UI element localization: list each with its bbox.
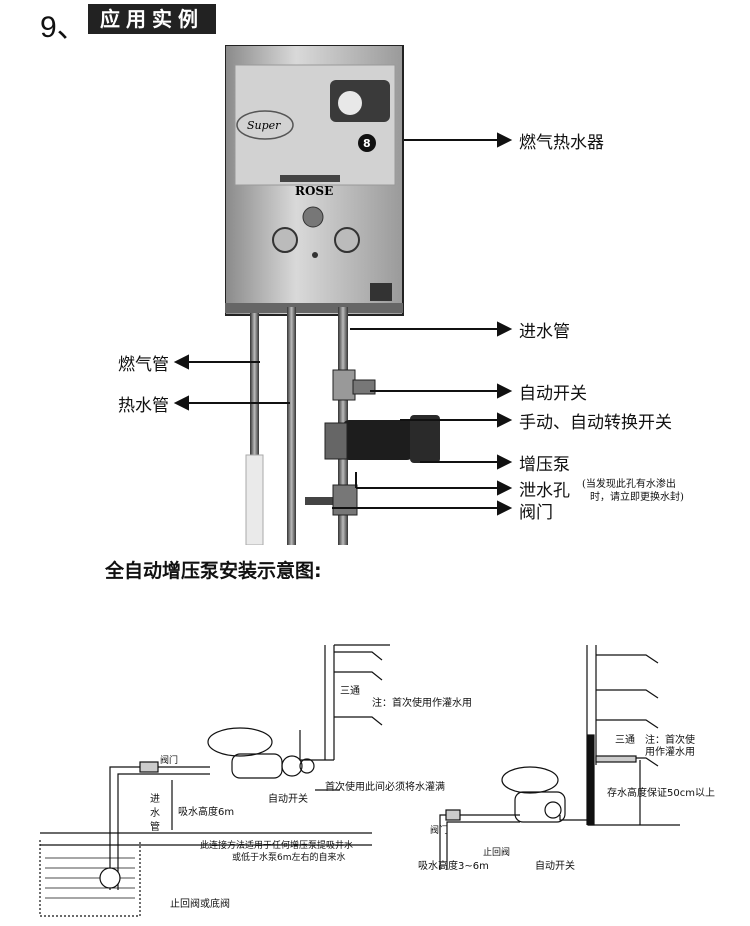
left-auto-switch: 自动开关 (268, 794, 308, 805)
drain-note-line2: 时，请立即更换水封) (590, 492, 684, 503)
heater-model: ROSE (295, 184, 333, 198)
left-method-line2: 或低于水泵6m左右的自来水 (232, 853, 346, 863)
left-fill-note: 注：首次使用作灌水用 (372, 698, 472, 709)
label-gas-pipe: 燃气管 (118, 355, 169, 375)
left-foot-valve: 止回阀或底阀 (170, 899, 230, 910)
right-note-line1: 注：首次使 (645, 735, 695, 746)
label-hot-pipe: 热水管 (118, 396, 169, 416)
section-title: 应用实例 (88, 4, 216, 34)
label-heater: 燃气热水器 (519, 133, 604, 153)
right-note-line2: 用作灌水用 (645, 747, 695, 758)
left-tee-label: 三通 (340, 686, 360, 697)
right-suction-height: 吸水高度3~6m (418, 861, 489, 872)
right-auto-switch: 自动开关 (535, 861, 575, 872)
section-number: 9、 (40, 11, 87, 44)
right-tee-label: 三通 (615, 735, 635, 746)
right-valve-label: 阀门 (430, 826, 449, 836)
label-inlet-pipe: 进水管 (519, 322, 570, 342)
left-suction-pipe-label: 进 水 管 (150, 794, 160, 833)
diagram-title: 全自动增压泵安装示意图: (105, 560, 322, 582)
heater-brand: Super (247, 119, 281, 132)
label-valve: 阀门 (519, 503, 553, 523)
label-drain-hole: 泄水孔 (519, 481, 570, 501)
left-valve-label: 阀门 (160, 756, 179, 766)
right-check-valve: 止回阀 (483, 848, 511, 858)
heater-photo: Super 8 ROSE (225, 45, 440, 545)
drain-note-line1: (当发现此孔有水渗出 (582, 479, 676, 490)
left-suction-height: 吸水高度6m (178, 807, 235, 818)
label-manual-auto-switch: 手动、自动转换开关 (519, 413, 672, 433)
left-first-use-note: 首次使用此间必须将水灌满 (325, 782, 445, 793)
right-storage-height: 存水高度保证50cm以上 (607, 788, 715, 799)
left-method-line1: 此连接方法适用于任何增压泵提吸井水 (200, 841, 354, 851)
label-pump: 增压泵 (519, 455, 570, 475)
label-auto-switch: 自动开关 (519, 384, 587, 404)
heater-badge: 8 (363, 137, 371, 150)
